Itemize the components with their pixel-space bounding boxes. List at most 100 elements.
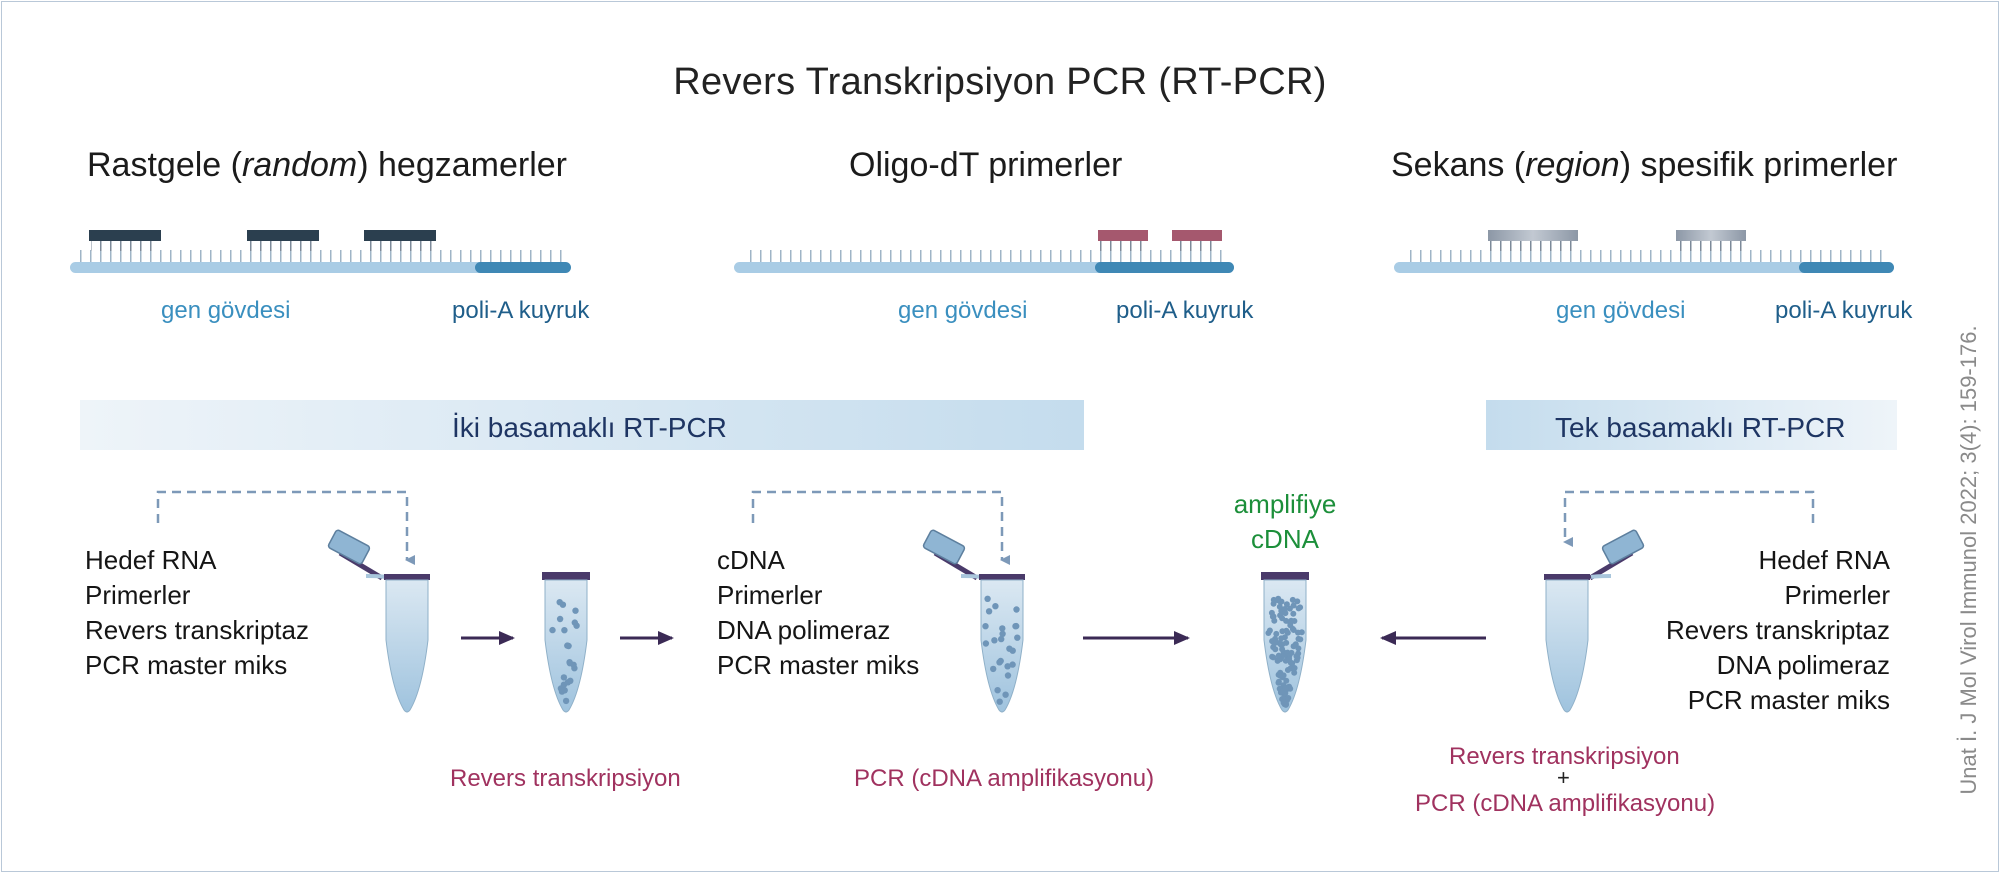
- particle-dot: [1278, 641, 1284, 648]
- mrna-strand-oligo-dt: [734, 230, 1234, 273]
- particle-dot: [996, 659, 1003, 666]
- particle-dot: [982, 623, 989, 630]
- tube-open-1-icon: [327, 529, 430, 713]
- reagent-list-one-step: Hedef RNA Primerler Revers transkriptaz …: [1590, 543, 1890, 718]
- list-item: cDNA: [717, 545, 785, 575]
- particle-dot: [991, 637, 998, 644]
- particle-dot: [1295, 605, 1302, 612]
- reagent-list-step-1: Hedef RNA Primerler Revers transkriptaz …: [85, 543, 309, 683]
- list-item: PCR master miks: [1687, 685, 1890, 715]
- tube-open-2-icon: [922, 529, 1025, 713]
- particle-dot: [1276, 603, 1283, 610]
- dashed-arrow-two-step-2: [751, 490, 1010, 565]
- label-one-step-pcr: PCR (cDNA amplifikasyonu): [1415, 790, 1716, 817]
- particle-dot: [1283, 701, 1290, 708]
- particle-dot: [1269, 653, 1276, 660]
- label-poly-a-tail-1: poli-A kuyruk: [452, 297, 590, 324]
- particle-dot: [1282, 610, 1289, 617]
- list-item: Hedef RNA: [85, 545, 217, 575]
- list-item: Hedef RNA: [1758, 545, 1891, 575]
- list-item: Revers transkriptaz: [1666, 615, 1890, 645]
- particle-dot: [1290, 643, 1297, 650]
- heading-region-specific: Sekans (region) spesifik primerler: [1391, 146, 1898, 184]
- list-item: Primerler: [85, 580, 191, 610]
- tube-open-3-icon: [1544, 529, 1645, 713]
- particle-dot: [1004, 663, 1011, 670]
- reagent-list-step-2: cDNA Primerler DNA polimeraz PCR master …: [717, 543, 919, 683]
- label-poly-a-tail-2: poli-A kuyruk: [1116, 297, 1254, 324]
- banner-one-step-bg: [1486, 400, 1897, 450]
- list-item: Primerler: [1784, 580, 1890, 610]
- particle-dot: [1290, 610, 1297, 617]
- particle-dot: [1002, 691, 1009, 698]
- particle-dot: [1013, 606, 1020, 613]
- particle-dot: [1275, 678, 1282, 685]
- particle-dot: [1294, 598, 1301, 605]
- particle-dot: [1004, 672, 1012, 679]
- particle-dot: [1006, 645, 1013, 652]
- list-item: DNA polimeraz: [717, 615, 891, 645]
- banner-two-step-bg: [80, 400, 1084, 450]
- particle-dot: [1283, 677, 1290, 684]
- particle-dot: [561, 687, 568, 694]
- label-poly-a-tail-3: poli-A kuyruk: [1775, 297, 1913, 324]
- particle-dot: [1280, 672, 1287, 679]
- banner-one-step: Tek basamaklı RT-PCR: [1486, 400, 1897, 450]
- particle-dot: [1281, 634, 1288, 641]
- particle-dot: [1274, 597, 1281, 604]
- particle-dot: [1279, 628, 1286, 635]
- particle-dot: [1297, 636, 1304, 643]
- tube-dots-1-icon: [542, 572, 590, 713]
- label-gene-body-1: gen gövdesi: [161, 297, 291, 324]
- dashed-arrow-one-step: [1563, 490, 1815, 547]
- particle-dot: [556, 615, 564, 623]
- particle-dot: [996, 698, 1003, 705]
- particle-dot: [566, 660, 574, 667]
- particle-dot: [990, 665, 997, 673]
- particle-dot: [1286, 605, 1293, 612]
- citation: Unat İ. J Mol Virol Immunol 2022; 3(4): …: [1956, 325, 1981, 795]
- list-item: PCR master miks: [85, 650, 288, 680]
- banner-one-step-label: Tek basamaklı RT-PCR: [1555, 412, 1846, 443]
- label-pcr-amplification: PCR (cDNA amplifikasyonu): [854, 765, 1155, 792]
- particle-dot: [1287, 685, 1294, 692]
- particle-dot: [549, 626, 556, 634]
- particle-dot: [1266, 627, 1273, 634]
- particle-dot: [984, 595, 991, 602]
- tube-amplified-icon: [1261, 572, 1309, 713]
- particle-dot: [564, 642, 571, 649]
- particle-dot: [1009, 661, 1016, 668]
- particle-dot: [1285, 695, 1292, 701]
- list-item: Primerler: [717, 580, 823, 610]
- heading-random-hexamers: Rastgele (random) hegzamerler: [87, 146, 567, 184]
- particle-dot: [1288, 649, 1295, 656]
- particle-dot: [1295, 650, 1302, 657]
- particle-dot: [573, 622, 580, 629]
- heading-oligo-dt: Oligo-dT primerler: [849, 146, 1123, 184]
- particle-dot: [1291, 665, 1298, 671]
- label-gene-body-3: gen gövdesi: [1556, 297, 1686, 324]
- particle-dot: [1284, 667, 1291, 673]
- particle-dot: [1283, 601, 1290, 608]
- main-title: Revers Transkripsiyon PCR (RT-PCR): [673, 61, 1327, 103]
- particle-dot: [559, 601, 567, 608]
- particle-dot: [1295, 645, 1302, 652]
- particle-dot: [1295, 629, 1301, 636]
- list-item: PCR master miks: [717, 650, 920, 680]
- particle-dot: [1291, 669, 1298, 676]
- particle-dot: [567, 677, 574, 684]
- label-amplified-cdna: amplifiye cDNA: [1233, 489, 1337, 554]
- particle-dot: [1271, 617, 1278, 624]
- particle-dot: [1286, 656, 1293, 662]
- label-reverse-transcription: Revers transkripsiyon: [450, 765, 681, 792]
- particle-dot: [560, 674, 568, 681]
- particle-dot: [1014, 634, 1021, 641]
- particle-dot: [998, 635, 1005, 643]
- banner-two-step-label: İki basamaklı RT-PCR: [452, 412, 727, 443]
- particle-dot: [1282, 685, 1289, 692]
- list-item: DNA polimeraz: [1716, 650, 1890, 680]
- particle-dot: [999, 630, 1006, 637]
- banner-two-step: İki basamaklı RT-PCR: [80, 400, 1084, 450]
- label-gene-body-2: gen gövdesi: [898, 297, 1028, 324]
